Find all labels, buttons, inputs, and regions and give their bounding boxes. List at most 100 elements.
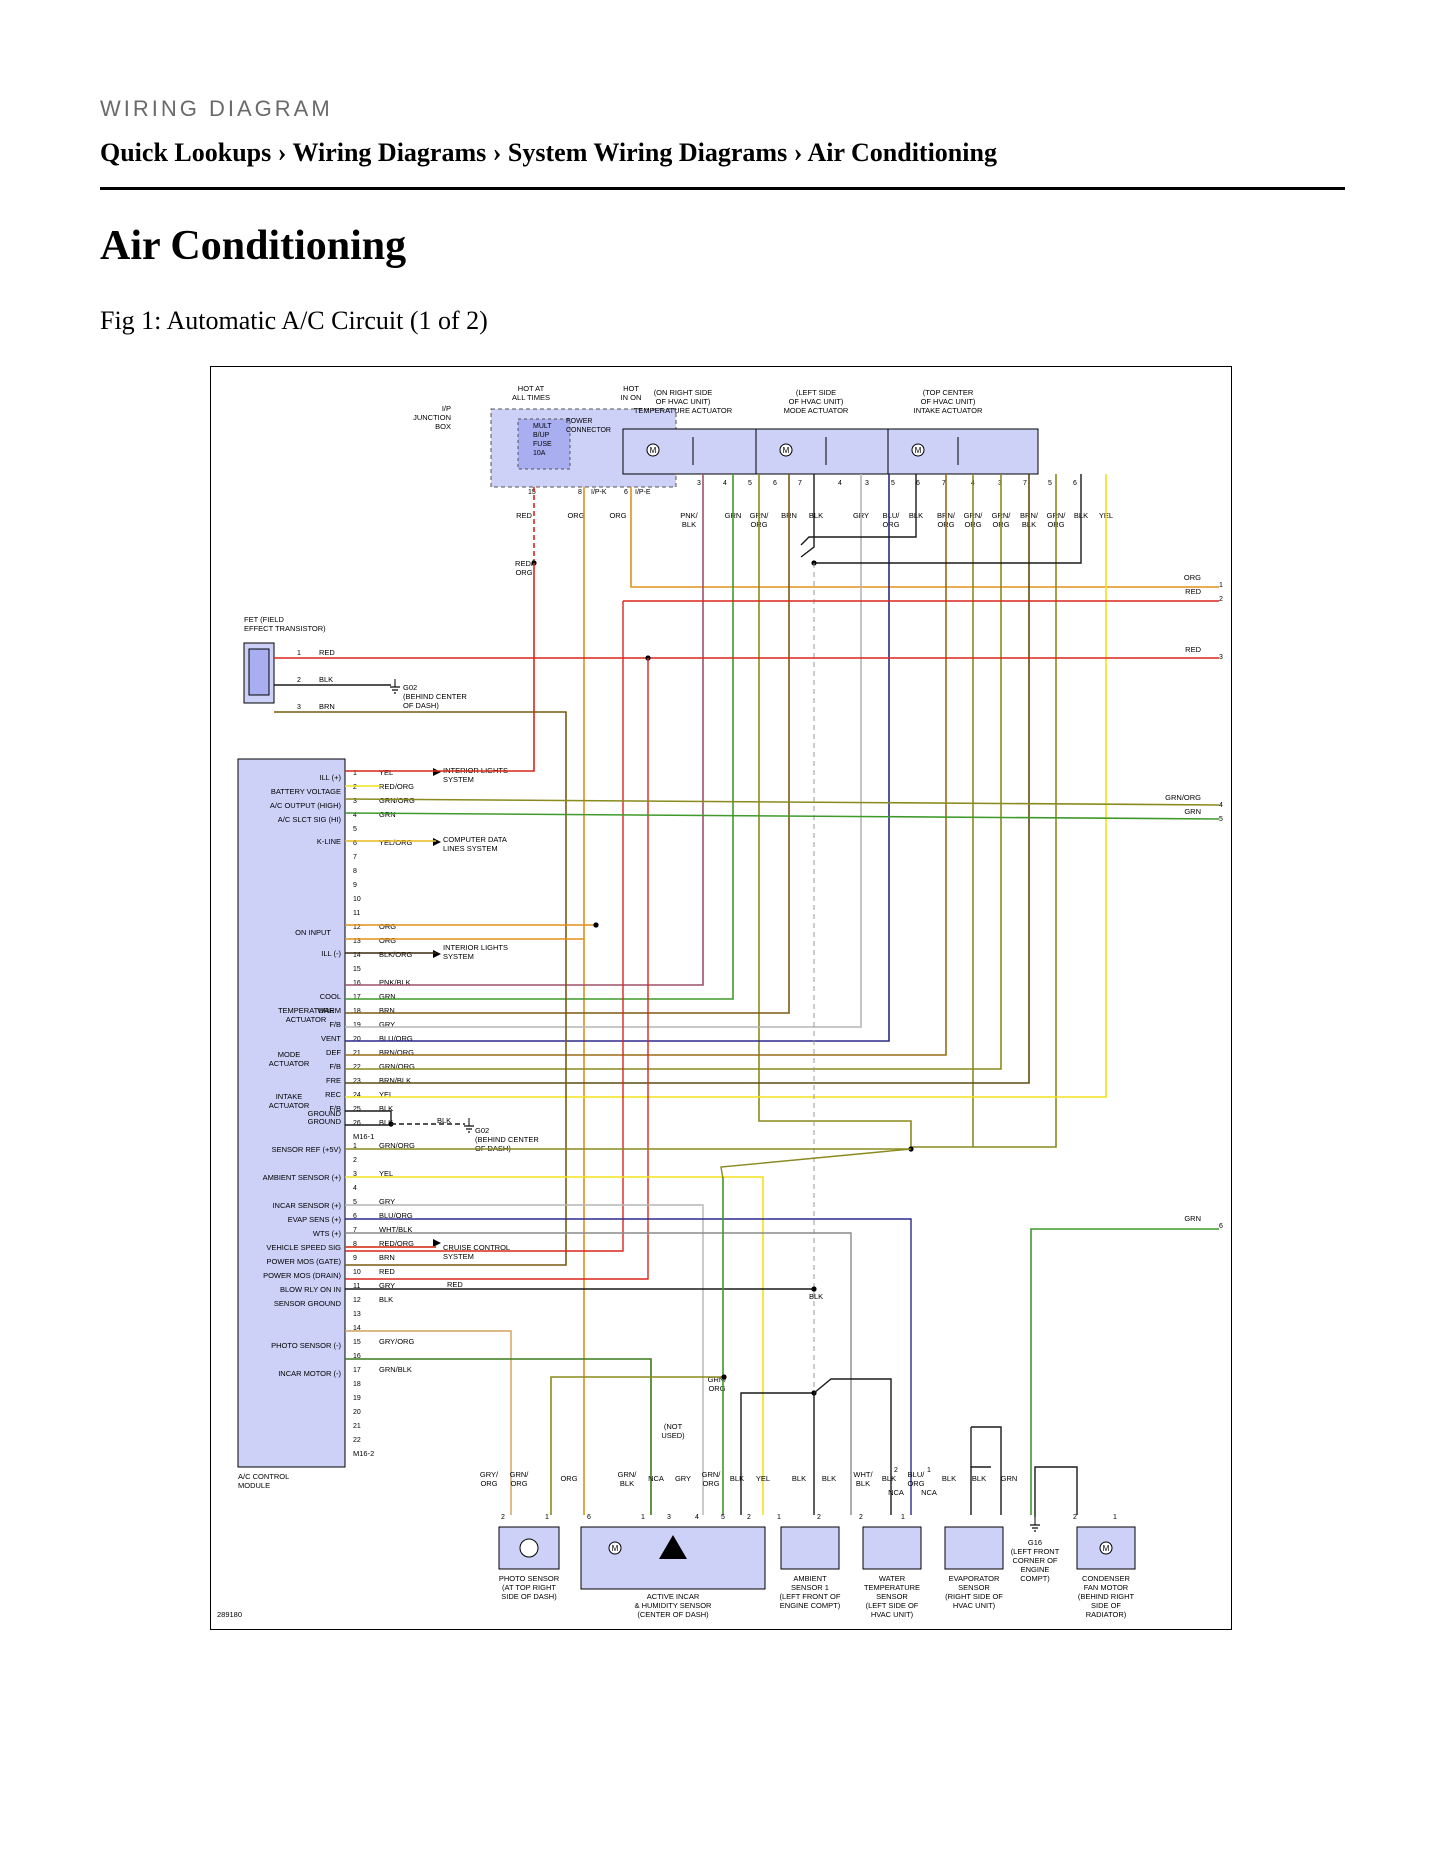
component-pin-number: 4 bbox=[695, 1514, 699, 1521]
bottom-wire-label: WHT/ bbox=[853, 1470, 873, 1479]
module-pin-number: 16 bbox=[353, 1353, 361, 1360]
wire-brn bbox=[274, 711, 567, 1266]
right-edge-wire-label: RED bbox=[1185, 587, 1201, 596]
actuator-label: TEMPERATURE ACTUATOR bbox=[634, 406, 733, 415]
actuator-pin-number: 6 bbox=[916, 480, 920, 487]
bottom-wire-label: BLK bbox=[972, 1474, 986, 1483]
arrow-to-system bbox=[433, 838, 441, 846]
module-pin-number: 8 bbox=[353, 868, 357, 875]
actuator-3-box bbox=[887, 428, 1039, 475]
ground-g16-label: ENGINE bbox=[1021, 1565, 1050, 1574]
actuator-pin-number: 5 bbox=[1048, 480, 1052, 487]
module-pin-number: 18 bbox=[353, 1008, 361, 1015]
component-pin-number: 2 bbox=[1073, 1514, 1077, 1521]
module-function-label: INCAR SENSOR (+) bbox=[272, 1201, 341, 1210]
wire-blk bbox=[814, 474, 1082, 564]
actuator-pin-number: 3 bbox=[697, 480, 701, 487]
module-pin-number: 8 bbox=[353, 1241, 357, 1248]
module-function-label: REC bbox=[325, 1090, 341, 1099]
page-title: Air Conditioning bbox=[100, 223, 407, 269]
actuator-motor-icon bbox=[911, 443, 925, 457]
breadcrumb-link-system-wiring-diagrams[interactable]: System Wiring Diagrams bbox=[507, 138, 788, 167]
junction-box-label: BOX bbox=[435, 422, 451, 431]
wire-blu-org bbox=[345, 474, 890, 1042]
module-function-label: SENSOR GROUND bbox=[274, 1299, 342, 1308]
module-pin-number: 2 bbox=[353, 1157, 357, 1164]
module-wire-label: BLK bbox=[379, 1118, 393, 1127]
module-function-label: VENT bbox=[321, 1034, 341, 1043]
bottom-wire-label: ORG bbox=[702, 1479, 719, 1488]
evaporator-sensor-label: (RIGHT SIDE OF bbox=[945, 1592, 1003, 1601]
actuator-pin-number: 4 bbox=[723, 480, 727, 487]
module-pin-number: 12 bbox=[353, 924, 361, 931]
module-pin-number: 14 bbox=[353, 952, 361, 959]
actuator-pin-number: 3 bbox=[998, 480, 1002, 487]
bottom-wire-label: BLK bbox=[822, 1474, 836, 1483]
arrow-to-system bbox=[433, 950, 441, 958]
ground-g16-label: CORNER OF bbox=[1013, 1556, 1058, 1565]
module-pin-number: 11 bbox=[353, 1283, 360, 1290]
breadcrumb-separator: › bbox=[492, 138, 502, 167]
module-pin-number: 11 bbox=[353, 910, 360, 917]
bottom-wire-label: ORG bbox=[907, 1479, 924, 1488]
mult-bup-fuse-label: FUSE bbox=[533, 441, 552, 448]
ground-g02-label: (BEHIND CENTER bbox=[403, 692, 467, 701]
breadcrumb-link-quick-lookups[interactable]: Quick Lookups bbox=[100, 138, 272, 167]
right-edge-wire-label: GRN bbox=[1184, 807, 1201, 816]
module-pin-number: 17 bbox=[353, 1367, 361, 1374]
module-function-label: DEF bbox=[326, 1048, 341, 1057]
module-pin-number: 20 bbox=[353, 1409, 361, 1416]
breadcrumb-current: Air Conditioning bbox=[807, 138, 997, 167]
component-pin-number: 1 bbox=[641, 1514, 645, 1521]
fet-label: FET (FIELD bbox=[244, 615, 284, 624]
fet-label: EFFECT TRANSISTOR) bbox=[244, 624, 326, 633]
module-wire-label: GRN bbox=[379, 810, 396, 819]
junction-box-hot-label: ALL TIMES bbox=[512, 393, 550, 402]
wire-yel bbox=[345, 474, 1107, 1098]
module-connector-label: M16-1 bbox=[353, 1132, 374, 1141]
wire-org bbox=[630, 487, 1219, 588]
module-pin-number: 7 bbox=[353, 854, 357, 861]
actuator-motor-icon bbox=[646, 443, 660, 457]
module-wire-label: GRN/ORG bbox=[379, 796, 415, 805]
module-pin-number: 26 bbox=[353, 1120, 361, 1127]
module-pin-number: 19 bbox=[353, 1395, 361, 1402]
right-edge-pin: 4 bbox=[1219, 802, 1223, 809]
bottom-wire-label: BLK bbox=[620, 1479, 634, 1488]
junction-box-pin: 6 bbox=[624, 489, 628, 496]
right-edge-pin: 2 bbox=[1219, 596, 1223, 603]
module-pin-number: 10 bbox=[353, 896, 361, 903]
arrow-to-system bbox=[433, 1239, 441, 1247]
module-function-label: POWER MOS (GATE) bbox=[267, 1257, 342, 1266]
module-function-label: EVAP SENS (+) bbox=[288, 1215, 342, 1224]
module-pin-number: 21 bbox=[353, 1423, 361, 1430]
right-edge-wire-label: ORG bbox=[1184, 573, 1201, 582]
module-wire-label: BLU/ORG bbox=[379, 1211, 413, 1220]
wire-pnk-blk bbox=[345, 474, 704, 986]
module-function-label: F/B bbox=[329, 1062, 341, 1071]
module-function-label: PHOTO SENSOR (-) bbox=[271, 1341, 341, 1350]
header-divider bbox=[100, 187, 1345, 190]
breadcrumb-separator: › bbox=[277, 138, 287, 167]
module-function-label: AMBIENT SENSOR (+) bbox=[263, 1173, 342, 1182]
junction-box-pin: 15 bbox=[528, 489, 536, 496]
module-pin-number: 4 bbox=[353, 812, 357, 819]
actuator-label: INTAKE ACTUATOR bbox=[914, 406, 983, 415]
module-pin-number: 12 bbox=[353, 1297, 361, 1304]
module-pin-number: 9 bbox=[353, 882, 357, 889]
breadcrumb-link-wiring-diagrams[interactable]: Wiring Diagrams bbox=[292, 138, 487, 167]
module-wire-label: ORG bbox=[379, 936, 396, 945]
module-wire-label: BRN/ORG bbox=[379, 1048, 414, 1057]
bottom-wire-label: GRN/ bbox=[618, 1470, 638, 1479]
power-connector-label: CONNECTOR bbox=[566, 427, 611, 434]
condenser-fan-motor-label: CONDENSER bbox=[1082, 1574, 1131, 1583]
module-function-label: WARM bbox=[318, 1006, 341, 1015]
wire-label-red-org: ORG bbox=[515, 568, 532, 577]
nca-label: NCA bbox=[888, 1488, 904, 1497]
ambient-sensor-label: ENGINE COMPT) bbox=[780, 1601, 841, 1610]
top-wire-label: RED bbox=[516, 511, 532, 520]
motor-symbol-letter: M bbox=[915, 446, 922, 455]
wire-grn-org bbox=[550, 1376, 724, 1515]
module-wire-label: BRN bbox=[379, 1253, 395, 1262]
